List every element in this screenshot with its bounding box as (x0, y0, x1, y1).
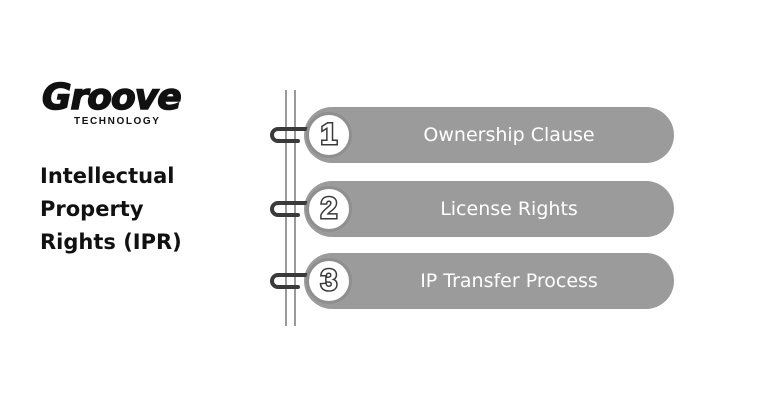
step-number: 3 (319, 264, 339, 297)
binder-rail-right (294, 90, 296, 326)
step-item-3: 3 IP Transfer Process (268, 253, 674, 309)
step-pill (304, 253, 674, 309)
binder-ring-icon (270, 127, 318, 143)
binder-ring-icon (270, 201, 318, 217)
step-number-badge: 2 (306, 186, 352, 232)
page-title: Intellectual Property Rights (IPR) (40, 160, 230, 259)
groove-logo: Groove TECHNOLOGY (41, 77, 182, 134)
title-line-1: Intellectual (40, 164, 175, 188)
step-label: IP Transfer Process (420, 270, 598, 292)
step-item-1: 1 Ownership Clause (268, 107, 674, 163)
step-pill (304, 181, 674, 237)
binder-ring-icon (270, 273, 318, 289)
title-line-2: Property (40, 197, 144, 221)
title-line-3: Rights (IPR) (40, 230, 182, 254)
logo-wordmark: Groove (41, 77, 182, 119)
step-label: Ownership Clause (423, 124, 595, 146)
step-number: 2 (319, 192, 339, 225)
step-number-badge: 3 (306, 258, 352, 304)
step-item-2: 2 License Rights (268, 181, 674, 237)
step-number-badge: 1 (306, 112, 352, 158)
logo-subtext: TECHNOLOGY (74, 116, 161, 127)
step-number: 1 (319, 118, 339, 151)
binder-rail-left (285, 90, 287, 326)
step-pill (304, 107, 674, 163)
step-label: License Rights (440, 198, 578, 220)
